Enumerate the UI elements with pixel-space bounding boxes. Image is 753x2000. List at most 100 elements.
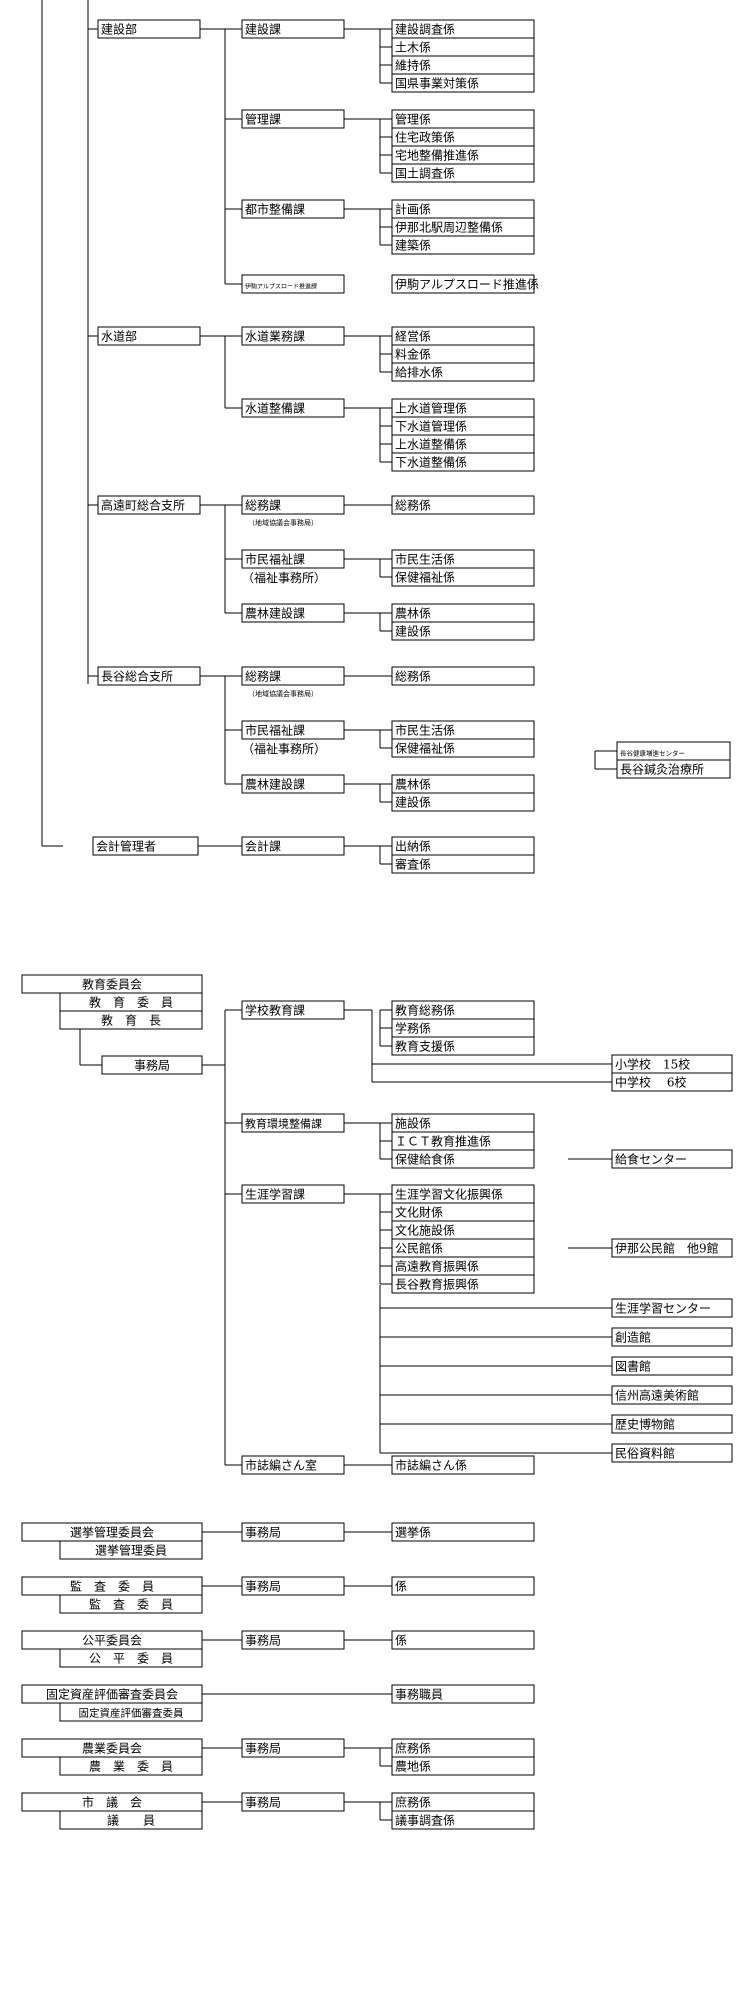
unit-box-label: 選挙係 [395,1526,431,1540]
unit-box-label: 長谷教育振興係 [395,1277,479,1292]
section-box-label: 伊駒アルプスロード推進課 [245,283,317,291]
facility-box-label: 創造館 [615,1330,651,1345]
unit-box-label: 市誌編さん係 [395,1458,467,1473]
committee-box-label: 選挙管理委員 [95,1543,167,1558]
section-box-label: 生涯学習課 [245,1187,305,1202]
unit-box-label: 国土調査係 [395,167,455,181]
unit-box-label: 上水道整備係 [395,437,467,452]
section-box-label: 市民福祉課 [245,552,305,567]
unit-box-label: 文化施設係 [395,1223,455,1238]
center-box-label: 長谷健康増進センター [620,749,685,758]
section-box-label: 管理課 [245,112,281,127]
unit-box-label: 上水道管理係 [395,401,467,416]
dept-box-label: 建設部 [101,22,137,37]
section-box-label: 水道業務課 [245,329,305,344]
unit-box-label: 教育総務係 [395,1003,455,1018]
section-note: （福祉事務所） [242,741,326,756]
committee-box [59,1756,203,1776]
unit-box-label: 教育支援係 [395,1039,455,1054]
facility-box [611,1385,733,1405]
facility-box-label: 伊那公民館 他9館 [615,1241,719,1256]
unit-box [391,1522,535,1542]
unit-box-label: 学務係 [395,1021,431,1036]
unit-box-label: 伊那北駅周辺整備係 [395,220,503,235]
unit-box [391,274,535,294]
facility-box [611,1356,733,1376]
committee-box-label: 固定資産評価審査委員会 [46,1687,178,1702]
unit-box-label: 住宅政策係 [395,130,455,145]
section-box-label: 教育環境整備課 [245,1117,322,1131]
facility-box-label: 歴史博物館 [615,1417,675,1432]
facility-box-label: 給食センター [615,1152,687,1167]
section-note: （福祉事務所） [242,570,326,585]
facility-box [611,1443,733,1463]
section-note: （地域協議会事務局） [248,689,318,698]
unit-box-label: 国県事業対策係 [395,77,479,91]
unit-box-label: 市民生活係 [395,552,455,567]
unit-box-label: 係 [395,1634,407,1648]
facility-box-label: 生涯学習センター [615,1301,711,1316]
unit-box [391,1455,535,1475]
facility-box [611,1238,733,1258]
unit-box-label: 文化財係 [395,1205,443,1220]
dept-box-label: 高遠町総合支所 [101,498,185,513]
committee-box [59,1810,203,1830]
section-box-label: 農林建設課 [245,777,305,792]
unit-box [391,495,535,515]
unit-box-label: 保健福祉係 [395,570,455,585]
section-box-label: 市誌編さん室 [245,1458,317,1473]
facility-box-label: 図書館 [615,1359,651,1374]
unit-box-label: 保健福祉係 [395,741,455,756]
section-box-label: 都市整備課 [245,202,305,217]
section-box-label: 学校教育課 [245,1003,305,1018]
committee-box-label: 固定資産評価審査委員 [79,1707,184,1720]
school-box-label: 小学校 15校 [615,1057,690,1072]
committee-box-label: 農業委員会 [82,1742,142,1756]
unit-box-label: 下水道管理係 [395,419,467,434]
unit-box [391,1576,535,1596]
committee-box [59,1648,203,1668]
unit-box [391,666,535,686]
unit-box-label: 総務係 [395,499,431,513]
office-box-label: 事務局 [134,1059,170,1073]
office-box-label: 事務局 [245,1634,281,1648]
section-box-label: 会計課 [245,839,281,854]
committee-box-label: 市 議 会 [82,1795,142,1810]
committee-box [59,1540,203,1560]
office-box-label: 事務局 [245,1742,281,1756]
section-box-label: 建設課 [245,22,281,37]
unit-box-label: 係 [395,1580,407,1594]
office-box-label: 事務局 [245,1526,281,1540]
section-box-label: 市民福祉課 [245,723,305,738]
unit-box-label: 農林係 [395,607,431,621]
unit-box-label: 庶務係 [395,1795,431,1810]
unit-box-label: 施設係 [395,1116,431,1131]
unit-box-label: ＩＣＴ教育推進係 [395,1134,491,1149]
facility-box-label: 信州高遠美術館 [615,1388,699,1403]
unit-box-label: 公民館係 [395,1241,443,1256]
unit-box-label: 給排水係 [395,366,443,380]
unit-box-label: 市民生活係 [395,723,455,738]
dept-box-label: 長谷総合支所 [101,669,173,684]
facility-box-label: 民俗資料館 [615,1446,675,1461]
school-box [611,1072,733,1092]
unit-box-label: 建築係 [395,238,431,253]
facility-box [611,1414,733,1434]
unit-box-label: 料金係 [395,347,431,362]
unit-box-label: 計画係 [395,202,431,217]
committee-box-label: 公平委員会 [82,1634,142,1648]
facility-box [611,1327,733,1347]
unit-box-label: 農林係 [395,778,431,792]
unit-box-label: 高遠教育振興係 [395,1259,479,1274]
unit-box-label: 保健給食係 [395,1152,455,1167]
board-box-label: 教育委員会 [82,977,142,992]
board-box [59,1010,203,1030]
unit-box-label: 審査係 [395,857,431,872]
unit-box-label: 総務係 [395,670,431,684]
committee-box-label: 農 業 委 員 [89,1760,173,1774]
section-box [241,274,345,294]
committee-box [59,1702,203,1722]
section-box-label: 総務課 [245,669,281,684]
committee-box-label: 選挙管理委員会 [70,1525,154,1540]
